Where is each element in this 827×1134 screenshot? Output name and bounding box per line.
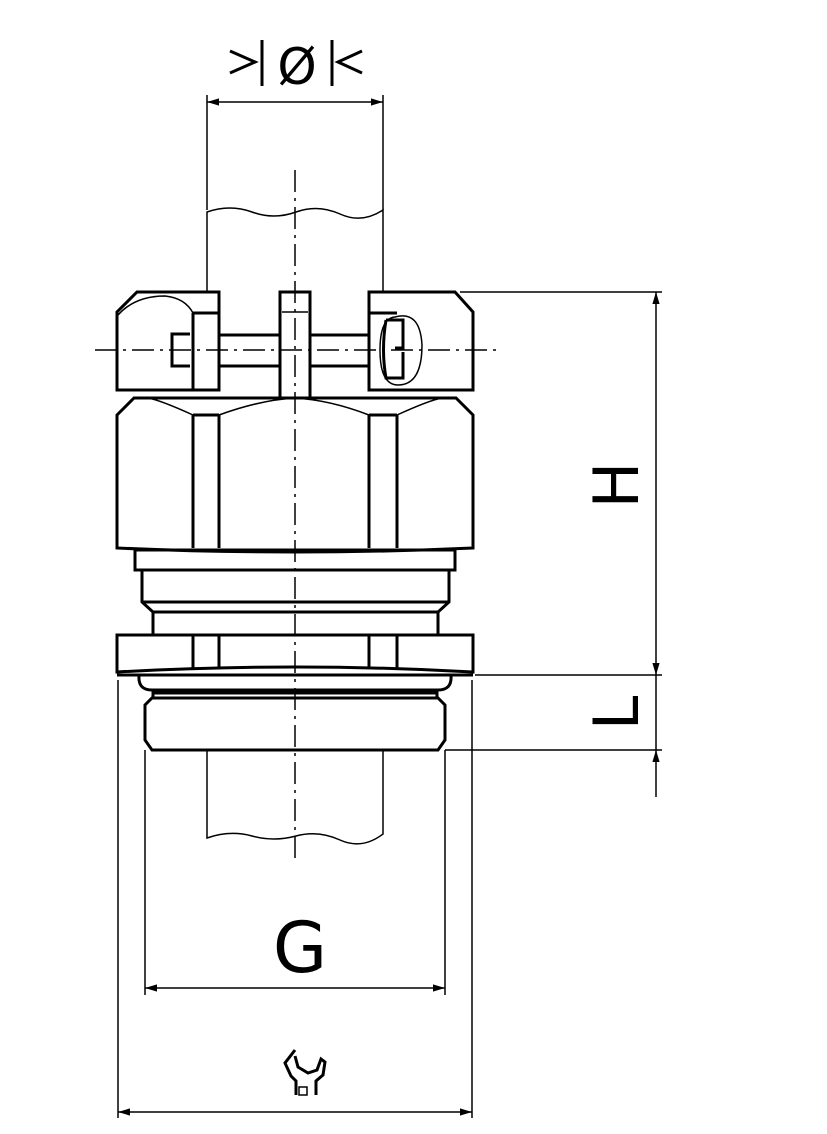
body — [133, 548, 457, 635]
diameter-label: Ø — [277, 38, 316, 96]
wrench-dimension — [117, 680, 473, 1118]
thread-label: G — [273, 907, 327, 989]
wrench-icon — [283, 1049, 327, 1096]
height-dimension: H L — [445, 291, 662, 797]
height-label: H — [580, 462, 653, 509]
clamp-cap — [115, 290, 475, 400]
cable-top — [206, 207, 384, 292]
body-hex — [115, 633, 475, 677]
diameter-dimension: Ø — [206, 38, 384, 210]
thread — [137, 675, 453, 752]
cable-bottom — [206, 750, 384, 845]
length-label: L — [580, 695, 653, 730]
thread-dimension: G — [144, 750, 446, 995]
